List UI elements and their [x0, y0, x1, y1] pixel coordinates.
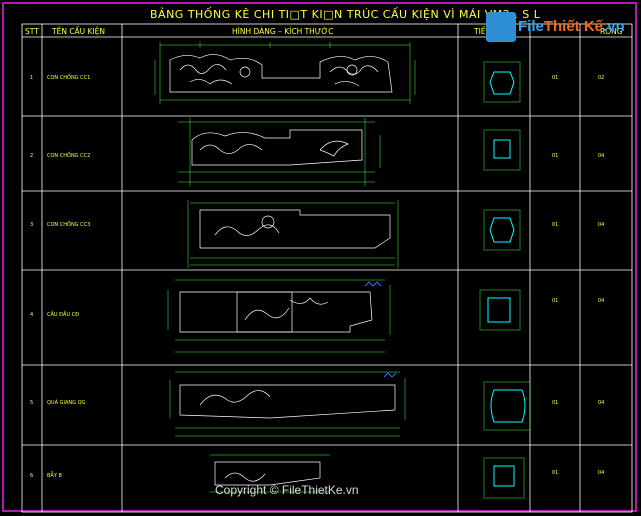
drawing-title: BẢNG THỐNG KÊ CHI TI□T KI□N TRÚC CẤU KIỆ… [150, 8, 541, 21]
row-code2: 02 [598, 75, 605, 81]
row-code2: 04 [598, 222, 605, 228]
logo-icon [486, 12, 516, 42]
row-name: CON CHỒNG CC1 [47, 75, 91, 81]
row-name: CẦU ĐẦU CĐ [47, 312, 80, 318]
row-stt: 1 [30, 75, 34, 81]
header-qty: RỒNG [600, 27, 623, 36]
row-code1: 01 [552, 400, 559, 406]
logo-text: FileThiết Kế.vn [518, 18, 625, 35]
row-stt: 3 [30, 222, 34, 228]
drawing-cd [167, 279, 391, 353]
row-code1: 01 [552, 153, 559, 159]
row-stt: 5 [30, 400, 34, 406]
row-stt: 6 [30, 473, 34, 479]
header-name: TÊN CẤU KIỆN [52, 27, 106, 36]
section-details [479, 61, 531, 499]
row-code2: 04 [598, 298, 605, 304]
copyright-watermark: Copyright © FileThietKe.vn [215, 483, 359, 497]
row-code2: 04 [598, 400, 605, 406]
drawing-cc1 [154, 42, 416, 104]
drawing-qg [169, 371, 406, 437]
row-stt: 2 [30, 153, 34, 159]
row-code1: 01 [552, 75, 559, 81]
row-code1: 01 [552, 298, 559, 304]
drawing-cc3 [187, 200, 399, 268]
row-stt: 4 [30, 312, 34, 318]
row-code2: 04 [598, 470, 605, 476]
row-code2: 04 [598, 153, 605, 159]
header-shape: HÌNH DÁNG – KÍCH THƯỚC [232, 27, 334, 36]
row-code1: 01 [552, 470, 559, 476]
drawing-frame [2, 2, 637, 512]
row-name: CON CHỒNG CC3 [47, 222, 91, 228]
row-name: QUÁ GIANG QG [47, 400, 86, 406]
header-stt: STT [25, 27, 39, 36]
drawing-cc2 [178, 118, 381, 186]
row-name: BẪY B [47, 473, 62, 479]
drawing-b [210, 454, 330, 493]
row-name: CON CHỒNG CC2 [47, 153, 91, 159]
watermark-logo: FileThiết Kế.vn [486, 12, 625, 42]
table-grid [21, 23, 633, 513]
row-code1: 01 [552, 222, 559, 228]
